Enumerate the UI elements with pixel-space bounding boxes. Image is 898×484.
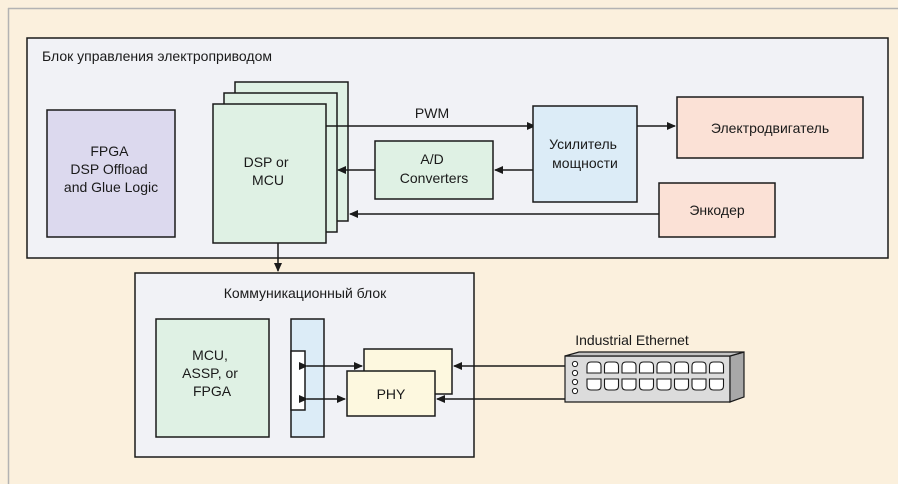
motor-control-title: Блок управления электроприводом <box>42 48 272 64</box>
motor-block: Электродвигатель <box>676 96 864 159</box>
mcu-block: MCU, ASSP, or FPGA <box>155 318 270 438</box>
amp-line-2: мощности <box>552 155 618 171</box>
svg-text:FPGA DSP Offload: FPGA DSP Offload and Glue Logic <box>64 143 158 195</box>
adc-line-2: Converters <box>400 170 468 186</box>
mcu-line-3: FPGA <box>193 383 232 399</box>
switch-port <box>603 378 620 391</box>
phy-stack: PHY <box>346 348 453 417</box>
mcu-line-2: ASSP, or <box>182 365 238 381</box>
switch-port <box>691 361 707 374</box>
encoder-label: Энкодер <box>689 202 745 218</box>
dsp-line-1: DSP or <box>244 154 289 170</box>
encoder-block: Энкодер <box>658 182 776 238</box>
switch-port <box>656 378 672 391</box>
switch-port <box>691 378 707 391</box>
fpga-line-3: and Glue Logic <box>64 179 158 195</box>
svg-text:MCU, ASSP, or: MCU, ASSP, or FPGA <box>182 347 242 399</box>
comm-title: Коммуникационный блок <box>224 285 387 301</box>
switch-port <box>673 361 690 374</box>
dsp-mcu-stack: DSP or MCU <box>212 81 349 244</box>
amp-line-1: Усилитель <box>549 136 617 152</box>
fpga-line-1: FPGA <box>90 143 129 159</box>
switch-port <box>708 361 725 374</box>
switch-port <box>673 378 690 391</box>
svg-text:A/D Converters: A/D Converters <box>400 151 468 186</box>
adc-line-1: A/D <box>420 151 443 167</box>
motor-label: Электродвигатель <box>711 120 829 136</box>
pwm-label: PWM <box>415 105 449 121</box>
switch-port <box>621 378 637 391</box>
phy-label: PHY <box>377 386 406 402</box>
switch-port <box>656 361 672 374</box>
svg-text:DSP or MCU: DSP or MCU <box>244 154 293 188</box>
ethernet-label: Industrial Ethernet <box>575 332 689 348</box>
switch-port <box>708 378 725 391</box>
switch-port <box>638 361 655 374</box>
dsp-line-2: MCU <box>252 172 284 188</box>
comm-block: Коммуникационный блок MCU, ASSP, or FPGA… <box>134 272 475 458</box>
switch-port <box>638 378 655 391</box>
motor-control-block: Блок управления электроприводом FPGA DSP… <box>26 37 889 259</box>
amplifier-block: Усилитель мощности <box>532 105 638 203</box>
ethernet-switch-icon <box>564 351 745 403</box>
mcu-line-1: MCU, <box>192 347 228 363</box>
svg-text:Усилитель мощности: Усилитель мощности <box>549 136 621 171</box>
fpga-block: FPGA DSP Offload and Glue Logic <box>46 109 176 238</box>
adc-block: A/D Converters <box>374 140 494 200</box>
fpga-line-2: DSP Offload <box>70 161 147 177</box>
bus-interface <box>290 318 325 438</box>
switch-port <box>586 361 602 374</box>
switch-port <box>621 361 637 374</box>
switch-port <box>586 378 602 391</box>
switch-port <box>603 361 620 374</box>
